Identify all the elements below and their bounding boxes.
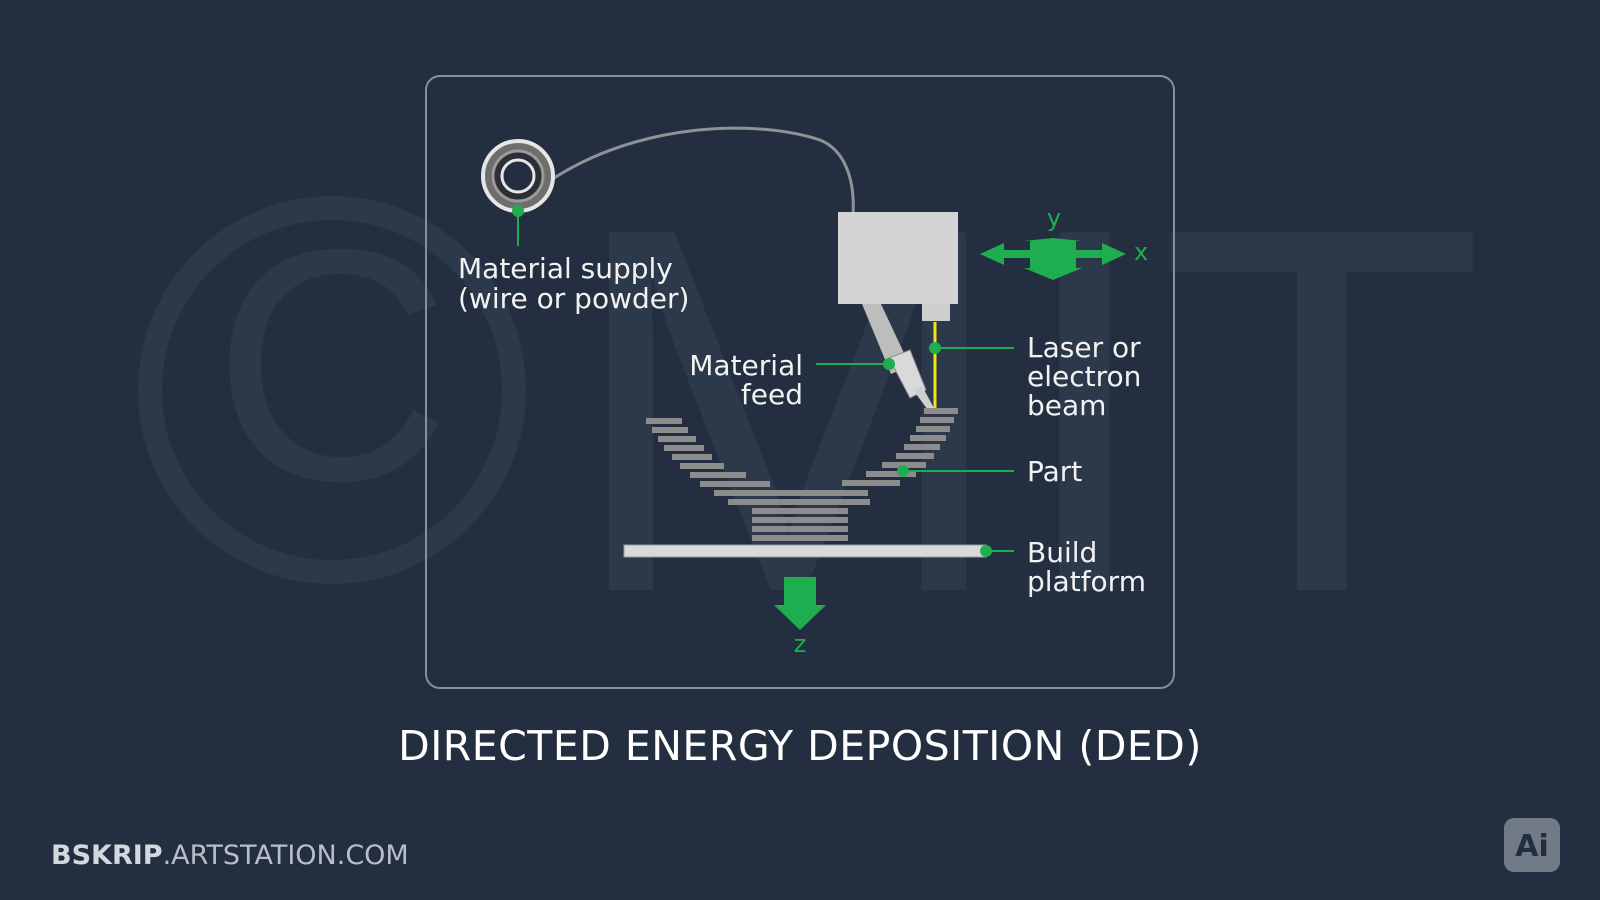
label-material-feed-2: feed bbox=[741, 378, 803, 411]
x-axis-label: x bbox=[1134, 238, 1148, 266]
watermark-text: MIT bbox=[565, 120, 1485, 701]
feed-dot bbox=[883, 358, 895, 370]
xy-move-arrows-icon bbox=[980, 238, 1126, 280]
platform-dot bbox=[980, 545, 992, 557]
part-dot bbox=[897, 465, 909, 477]
illustrator-badge-text: Ai bbox=[1515, 829, 1549, 864]
label-build-2: platform bbox=[1027, 565, 1146, 598]
watermark: C MIT bbox=[138, 120, 1485, 701]
diagram-title: DIRECTED ENERGY DEPOSITION (DED) bbox=[398, 722, 1202, 770]
laser-dot bbox=[929, 342, 941, 354]
watermark-copyright-ring bbox=[138, 196, 526, 584]
label-material-supply-1: Material supply bbox=[458, 252, 673, 285]
supply-dot bbox=[512, 205, 524, 217]
wire-spool-icon bbox=[481, 139, 555, 213]
footer-credit-light: .ARTSTATION.COM bbox=[163, 840, 409, 871]
label-laser-3: beam bbox=[1027, 389, 1106, 422]
footer-credit: BSKRIP.ARTSTATION.COM bbox=[51, 840, 409, 871]
illustrator-icon: Ai bbox=[1504, 818, 1560, 872]
label-part: Part bbox=[1027, 455, 1082, 488]
y-axis-label: y bbox=[1047, 204, 1061, 232]
build-platform bbox=[623, 544, 987, 558]
label-material-supply-2: (wire or powder) bbox=[458, 282, 689, 315]
footer-credit-bold: BSKRIP bbox=[51, 840, 163, 871]
label-build-1: Build bbox=[1027, 536, 1097, 569]
material-feed-nozzle bbox=[862, 304, 934, 410]
z-axis-label: z bbox=[794, 630, 807, 658]
diagram-frame bbox=[425, 75, 1175, 689]
label-laser-2: electron bbox=[1027, 360, 1141, 393]
deposition-head bbox=[838, 212, 958, 304]
watermark-copyright-c: C bbox=[213, 180, 451, 549]
z-down-arrow-icon bbox=[774, 577, 826, 630]
supply-wire bbox=[547, 126, 855, 215]
label-laser-1: Laser or bbox=[1027, 331, 1141, 364]
beam-nozzle bbox=[922, 304, 950, 321]
part bbox=[646, 408, 958, 541]
label-material-feed-1: Material bbox=[689, 349, 803, 382]
